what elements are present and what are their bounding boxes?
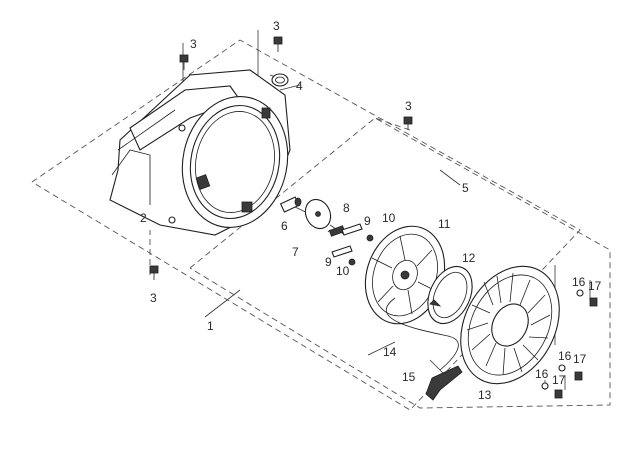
callout-3-right: 3 [405, 99, 412, 113]
bolt-3-top-left [179, 54, 189, 70]
callout-16-lower: 16 [535, 367, 549, 381]
washer-16-middle [558, 364, 566, 372]
callout-10-upper: 10 [382, 211, 396, 225]
callout-17-upper: 17 [588, 279, 602, 293]
blower-housing [109, 69, 291, 236]
bolt-3-right [403, 116, 413, 130]
callout-14: 14 [383, 345, 397, 359]
pawl-9-lower [331, 245, 353, 258]
callout-labels: 1 2 3 3 3 3 4 5 6 7 8 9 9 10 10 11 12 13… [140, 19, 602, 402]
starter-case-13 [460, 265, 560, 385]
ratchet-plate-7 [304, 198, 332, 230]
bolt-3-top [273, 36, 283, 52]
callout-2: 2 [140, 211, 147, 225]
callout-17-lower: 17 [552, 373, 566, 387]
case-bolt-17-upper [589, 297, 598, 307]
callout-12: 12 [462, 251, 476, 265]
assembly-outline-5 [189, 117, 611, 409]
starter-handle-15 [425, 365, 463, 401]
callout-15: 15 [402, 370, 416, 384]
callout-16-upper: 16 [572, 275, 586, 289]
pawl-spring-10-upper [366, 234, 374, 242]
callout-11: 11 [438, 217, 451, 231]
pawl-spring-10-lower [348, 258, 356, 266]
pawl-9-upper [341, 223, 363, 236]
callout-3-bottom: 3 [150, 291, 157, 305]
case-bolt-17-middle [574, 371, 583, 381]
recoil-spring-12 [427, 265, 473, 325]
assembly-outline-1 [31, 39, 581, 411]
starter-rope-14 [386, 297, 459, 371]
callout-10-lower: 10 [336, 264, 350, 278]
callout-7: 7 [292, 245, 299, 259]
callout-17-middle: 17 [573, 352, 587, 366]
callout-9-upper: 9 [364, 214, 371, 228]
washer-16-lower [541, 382, 549, 390]
case-bolt-17-lower [554, 389, 563, 399]
callout-4: 4 [296, 79, 303, 93]
bolt-3-bottom [149, 265, 159, 280]
callout-8: 8 [343, 201, 350, 215]
starter-cup-nut-6 [279, 196, 302, 213]
callout-16-middle: 16 [558, 349, 572, 363]
callout-6: 6 [281, 219, 288, 233]
callout-5: 5 [462, 181, 469, 195]
callout-13: 13 [478, 388, 492, 402]
washer-16-upper [576, 289, 584, 297]
callout-3-top: 3 [273, 19, 280, 33]
grommet-ring-4 [271, 73, 289, 87]
callout-9-lower: 9 [325, 255, 332, 269]
callout-1: 1 [207, 319, 214, 333]
callout-3-top-left: 3 [190, 37, 197, 51]
